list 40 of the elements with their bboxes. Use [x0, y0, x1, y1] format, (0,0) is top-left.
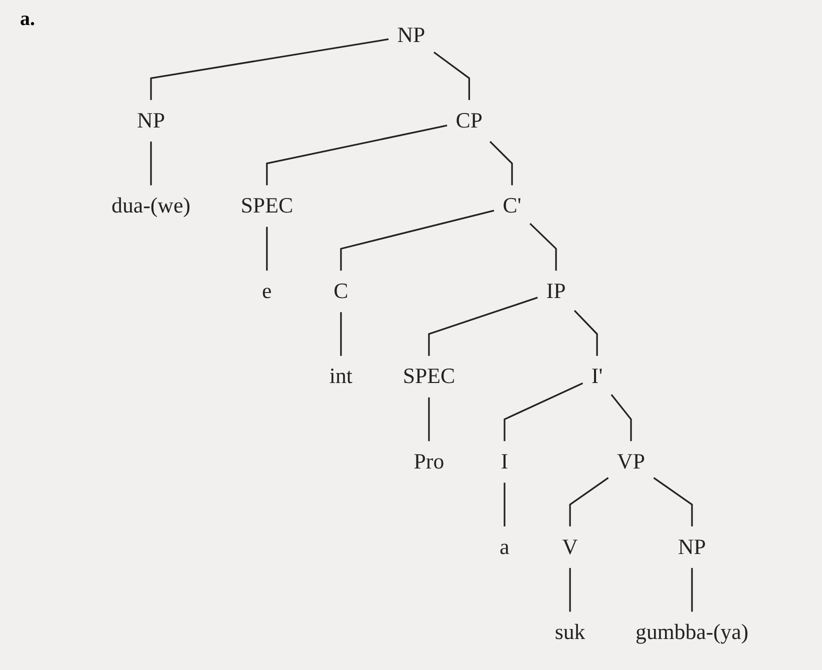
connector: [433, 52, 470, 100]
node-text: C: [334, 279, 348, 304]
node-text: IP: [546, 279, 566, 304]
connector: [266, 124, 448, 186]
connector: [610, 394, 632, 442]
node-text: Pro: [414, 450, 444, 474]
connector: [529, 222, 557, 271]
connector: [504, 382, 584, 442]
node-text: V: [562, 535, 578, 560]
node-text: NP: [137, 108, 165, 133]
connector: [569, 568, 571, 612]
node-text: I': [591, 364, 603, 389]
node-text: NP: [678, 535, 706, 560]
connector: [340, 210, 494, 271]
node-text: C': [502, 194, 522, 218]
connector: [489, 141, 513, 186]
node-text: a: [500, 535, 510, 560]
node-text: dua-(we): [112, 194, 190, 218]
connector: [150, 38, 389, 100]
connector: [150, 142, 152, 186]
node-text: I: [500, 450, 508, 474]
node-text: SPEC: [402, 364, 456, 389]
connector: [428, 397, 430, 442]
connector: [340, 312, 342, 356]
connector: [574, 310, 598, 356]
connector: [266, 226, 268, 271]
connector: [691, 568, 693, 612]
node-text: int: [329, 364, 353, 389]
node-text: NP: [397, 23, 426, 48]
node-text: e: [262, 279, 272, 304]
connector: [653, 477, 693, 526]
connector: [428, 296, 538, 356]
connector: [569, 477, 609, 526]
node-text: gumbba-(ya): [636, 620, 748, 645]
node-text: VP: [617, 450, 645, 474]
node-text: SPEC: [240, 194, 294, 218]
connector: [504, 482, 506, 526]
example-label: a.: [20, 8, 35, 31]
node-text: CP: [456, 108, 483, 133]
node-text: suk: [554, 620, 586, 645]
